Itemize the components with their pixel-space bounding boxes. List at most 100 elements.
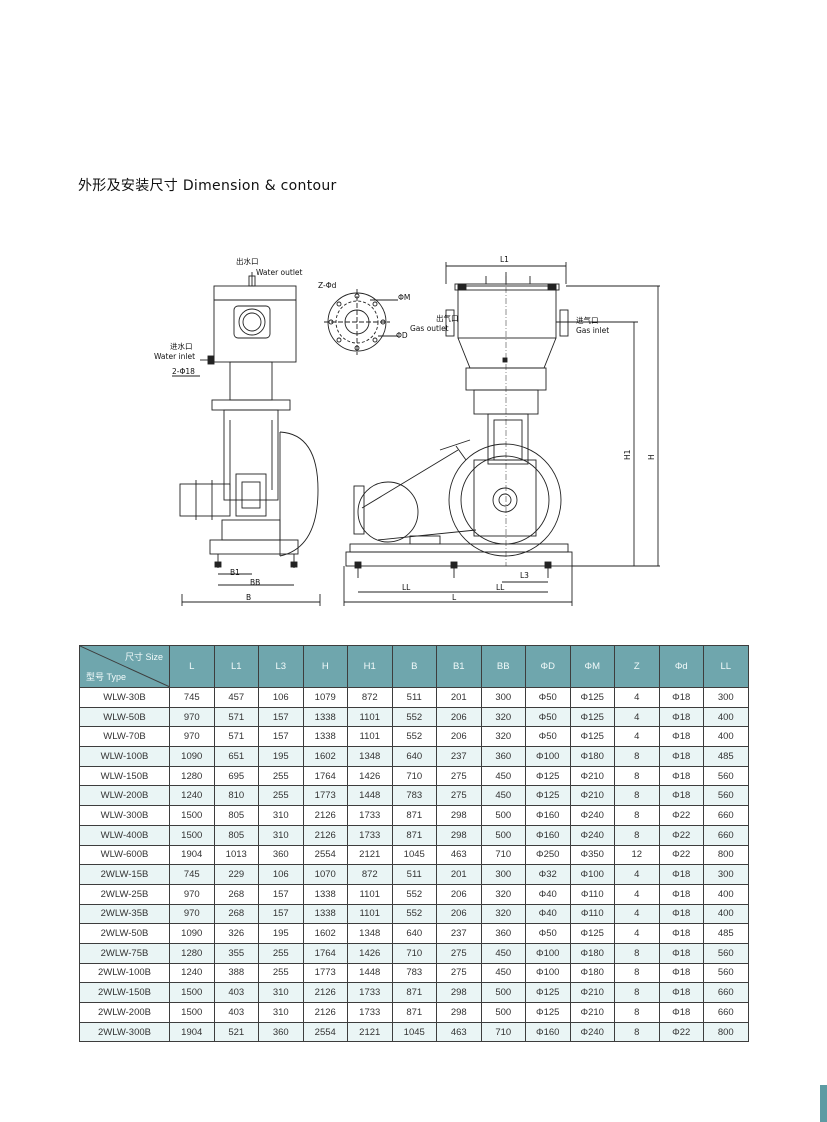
value-cell: Φ32 [525, 864, 571, 885]
value-cell: 450 [480, 765, 526, 787]
value-cell: 2126 [302, 982, 348, 1003]
value-cell: 298 [436, 982, 482, 1003]
value-cell: 298 [436, 805, 482, 826]
value-cell: Φ180 [569, 942, 615, 964]
corner-diagonal [80, 646, 169, 687]
value-cell: 500 [480, 1002, 526, 1023]
gas-outlet-label-en: Gas outlet [410, 324, 449, 333]
value-cell: Φ210 [569, 765, 615, 787]
value-cell: 1448 [347, 785, 393, 807]
value-cell: 810 [213, 785, 259, 807]
page-edge-accent-bar [820, 1085, 827, 1122]
value-cell: 800 [703, 1021, 749, 1043]
model-cell: 2WLW-300B [79, 1021, 170, 1043]
value-cell: 275 [436, 962, 482, 984]
value-cell: Φ50 [525, 706, 571, 728]
value-cell: 206 [436, 706, 482, 728]
gas-inlet-label-cn: 进气口 [576, 315, 599, 325]
value-cell: Φ160 [525, 1021, 571, 1043]
value-cell: 268 [213, 883, 259, 905]
value-cell: 1602 [302, 746, 348, 767]
value-cell: 1348 [347, 923, 393, 944]
value-cell: 201 [436, 687, 482, 708]
value-cell: 106 [258, 864, 304, 885]
water-inlet-label-cn: 进水口 [170, 341, 193, 351]
value-cell: 8 [614, 746, 660, 767]
value-cell: 400 [703, 706, 749, 728]
value-cell: 450 [480, 785, 526, 807]
value-cell: 1338 [302, 726, 348, 748]
value-cell: 450 [480, 942, 526, 964]
value-cell: 403 [213, 982, 259, 1003]
value-cell: 4 [614, 687, 660, 708]
value-cell: 360 [258, 844, 304, 866]
value-cell: 1733 [347, 982, 393, 1003]
value-cell: Φ180 [569, 962, 615, 984]
value-cell: Φ50 [525, 687, 571, 708]
value-cell: 552 [391, 903, 437, 925]
value-cell: Φ125 [569, 706, 615, 728]
column-header: L [169, 645, 215, 688]
value-cell: 206 [436, 903, 482, 925]
value-cell: 255 [258, 962, 304, 984]
flange-view [324, 289, 398, 355]
value-cell: 800 [703, 844, 749, 866]
value-cell: 805 [213, 824, 259, 846]
value-cell: 640 [391, 923, 437, 944]
value-cell: 872 [347, 864, 393, 885]
value-cell: 640 [391, 746, 437, 767]
value-cell: Φ210 [569, 982, 615, 1003]
value-cell: 8 [614, 942, 660, 964]
value-cell: 310 [258, 982, 304, 1003]
value-cell: 237 [436, 746, 482, 767]
column-header: H [302, 645, 348, 688]
value-cell: Φ110 [569, 903, 615, 925]
value-cell: 360 [258, 1021, 304, 1043]
value-cell: 360 [480, 746, 526, 767]
value-cell: Φ240 [569, 805, 615, 826]
value-cell: 745 [169, 687, 215, 708]
value-cell: 660 [703, 982, 749, 1003]
value-cell: 201 [436, 864, 482, 885]
value-cell: 157 [258, 706, 304, 728]
value-cell: 1733 [347, 1002, 393, 1023]
dim-l1-label: L1 [500, 255, 509, 264]
value-cell: 970 [169, 726, 215, 748]
model-cell: WLW-70B [79, 726, 170, 748]
model-cell: WLW-50B [79, 706, 170, 728]
value-cell: 1348 [347, 746, 393, 767]
value-cell: Φ100 [525, 962, 571, 984]
value-cell: 206 [436, 883, 482, 905]
value-cell: 1280 [169, 942, 215, 964]
value-cell: 783 [391, 962, 437, 984]
value-cell: 8 [614, 1002, 660, 1023]
value-cell: 660 [703, 824, 749, 846]
dim-ll-label-a: LL [402, 583, 411, 592]
side-view [172, 272, 321, 606]
value-cell: 511 [391, 864, 437, 885]
value-cell: 1500 [169, 1002, 215, 1023]
value-cell: 1070 [302, 864, 348, 885]
value-cell: 400 [703, 903, 749, 925]
value-cell: Φ18 [658, 982, 704, 1003]
value-cell: 310 [258, 805, 304, 826]
value-cell: Φ18 [658, 903, 704, 925]
value-cell: 8 [614, 824, 660, 846]
value-cell: Φ22 [658, 844, 704, 866]
value-cell: 300 [480, 687, 526, 708]
value-cell: 1338 [302, 706, 348, 728]
value-cell: 106 [258, 687, 304, 708]
column-header: ΦM [569, 645, 615, 688]
model-cell: WLW-30B [79, 687, 170, 708]
column-header: Z [614, 645, 660, 688]
value-cell: 871 [391, 824, 437, 846]
value-cell: 1045 [391, 1021, 437, 1043]
